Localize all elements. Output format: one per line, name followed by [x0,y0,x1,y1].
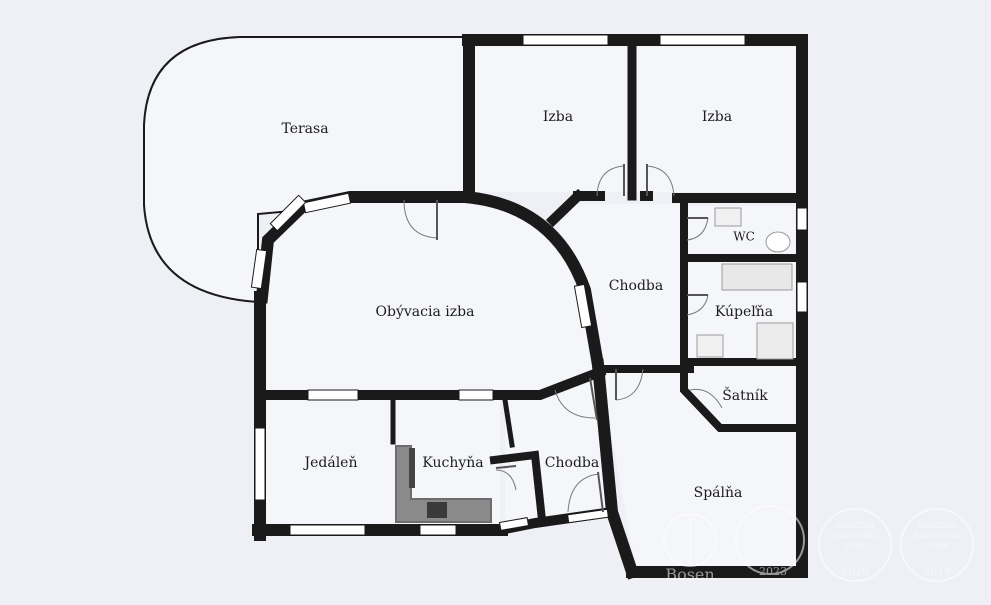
windows [250,34,808,536]
room-labels: Terasa Izba Izba Obývacia izba Chodba WC… [281,109,773,501]
award-badge-1-year: 2023 [759,565,787,578]
label-chodba-2: Chodba [545,455,599,471]
doors [403,164,723,513]
label-izba-1: Izba [543,109,573,125]
watermark: Bosen 2023 REALITNÁ SANCTAMIA ROKA 2020 … [663,505,974,584]
label-chodba-1: Chodba [609,278,663,294]
kitchen-counter [395,445,492,523]
brand-name: Bosen [665,565,714,584]
label-izba-2: Izba [702,109,732,125]
award-badge-3-line2: SANCTAMIA [914,532,961,540]
label-wc: WC [733,230,755,244]
award-badge-3: REALITNÁ SANCTAMIA ROKA 2019 [900,508,974,582]
label-kupelna: Kúpeľňa [715,304,773,320]
award-badge-2-line2: SANCTAMIA [832,532,879,540]
terrace-area [143,36,470,304]
award-badge-2: REALITNÁ SANCTAMIA ROKA 2020 [818,508,892,582]
label-jedalen: Jedáleň [303,455,358,471]
brand-logo: Bosen [663,513,717,584]
label-kuchyna: Kuchyňa [422,455,483,471]
award-badge-2-line3: ROKA [844,542,866,550]
label-spalna: Spálňa [694,485,743,501]
award-badge-1: 2023 [735,505,805,578]
bathroom-fixtures [696,207,794,360]
award-badge-2-year: 2020 [841,565,869,578]
label-terasa: Terasa [281,121,328,137]
award-badge-3-line1: REALITNÁ [918,521,958,530]
award-badge-3-line3: ROKA [926,542,948,550]
label-obyvacia-izba: Obývacia izba [376,303,475,320]
award-badge-2-line1: REALITNÁ [836,521,876,530]
label-satnik: Šatník [722,386,768,404]
award-badge-3-year: 2019 [923,565,951,578]
